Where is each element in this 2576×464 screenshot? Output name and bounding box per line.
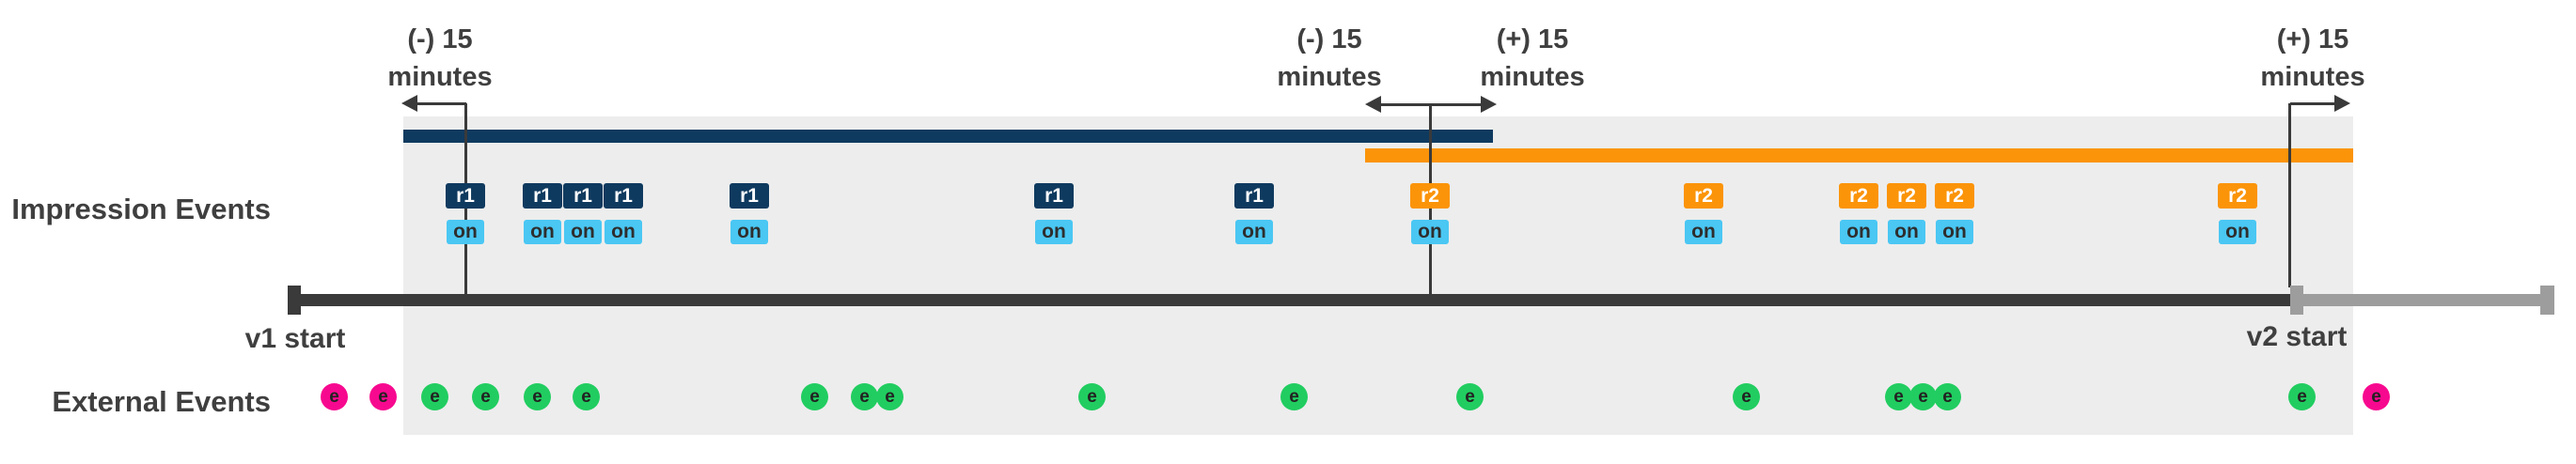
impression-events-row-label: Impression Events [11, 193, 271, 225]
ruleset-chip: r2 [1684, 183, 1723, 209]
plus-minus-15-middle-arrow-line [1378, 103, 1484, 106]
ruleset-chip: r2 [2218, 183, 2257, 209]
v1-start-label: v1 start [244, 323, 346, 354]
external-events-row-label: External Events [52, 385, 271, 418]
annotation-line1: (-) 15 [1296, 24, 1362, 54]
external-event-dot-green: e [1885, 383, 1912, 410]
external-event-dot-green: e [524, 383, 551, 410]
annotation-line1: (+) 15 [1496, 24, 1569, 54]
external-event-dot-green: e [1934, 383, 1961, 410]
analysis-window-panel [403, 116, 2353, 435]
ruleset-chip: r1 [563, 183, 603, 209]
annotation-line1: (-) 15 [407, 24, 473, 54]
v2-start-marker-line [2288, 103, 2291, 287]
external-event-dot-green: e [421, 383, 448, 410]
external-event-dot-green: e [472, 383, 499, 410]
external-event-dot-pink: e [2363, 383, 2390, 410]
ruleset-chip: r2 [1839, 183, 1878, 209]
ruleset-chip: r1 [523, 183, 562, 209]
v2-timeline-bar [2297, 294, 2548, 306]
ruleset-chip: r2 [1935, 183, 1974, 209]
annotation-minus-15-middle: (-) 15 minutes [1277, 21, 1381, 96]
annotation-plus-15-middle: (+) 15 minutes [1480, 21, 1584, 96]
arrow-left-icon [1365, 96, 1381, 113]
external-event-dot-green: e [1456, 383, 1484, 410]
ruleset-chip: r1 [604, 183, 643, 209]
ruleset-chip: r2 [1410, 183, 1450, 209]
external-event-dot-green: e [1078, 383, 1106, 410]
annotation-line1: (+) 15 [2276, 24, 2349, 54]
status-chip: on [524, 220, 561, 244]
ruleset-chip: r1 [1034, 183, 1074, 209]
status-chip: on [1936, 220, 1973, 244]
minus-15-left-arrow-line [415, 102, 466, 105]
annotation-line2: minutes [387, 62, 493, 92]
ruleset-chip: r1 [446, 183, 485, 209]
external-event-dot-green: e [573, 383, 600, 410]
annotation-line2: minutes [1277, 62, 1382, 92]
arrow-left-icon [401, 95, 417, 112]
ruleset-chip: r2 [1887, 183, 1926, 209]
status-chip: on [2219, 220, 2256, 244]
ruleset-chip: r1 [1234, 183, 1274, 209]
arrow-right-icon [1481, 96, 1497, 113]
status-chip: on [1888, 220, 1925, 244]
status-chip: on [1685, 220, 1722, 244]
status-chip: on [605, 220, 642, 244]
external-event-dot-green: e [801, 383, 828, 410]
status-chip: on [447, 220, 484, 244]
external-event-dot-green: e [1280, 383, 1308, 410]
annotation-line2: minutes [2260, 62, 2365, 92]
annotation-plus-15-right: (+) 15 minutes [2260, 21, 2364, 96]
r1-active-period-bar [403, 130, 1493, 143]
annotation-minus-15-left: (-) 15 minutes [387, 21, 492, 96]
external-event-dot-green: e [2288, 383, 2316, 410]
ruleset-chip: r1 [730, 183, 769, 209]
v1-timeline-bar [292, 294, 2294, 306]
arrow-right-icon [2334, 95, 2350, 112]
status-chip: on [1411, 220, 1449, 244]
v2-timeline-end-cap [2540, 286, 2554, 315]
v2-start-cap [2290, 286, 2303, 315]
status-chip: on [730, 220, 768, 244]
status-chip: on [1035, 220, 1073, 244]
plus-15-right-arrow-line [2290, 102, 2336, 105]
external-event-dot-green: e [1733, 383, 1760, 410]
external-event-dot-pink: e [369, 383, 397, 410]
r2-active-period-bar [1365, 148, 2353, 162]
status-chip: on [1235, 220, 1273, 244]
v1-start-cap [288, 286, 301, 315]
status-chip: on [564, 220, 602, 244]
external-event-dot-pink: e [321, 383, 348, 410]
annotation-line2: minutes [1480, 62, 1585, 92]
external-event-dot-green: e [851, 383, 878, 410]
external-event-dot-green: e [1909, 383, 1937, 410]
external-event-dot-green: e [876, 383, 903, 410]
status-chip: on [1840, 220, 1877, 244]
v2-start-label: v2 start [2246, 321, 2348, 352]
